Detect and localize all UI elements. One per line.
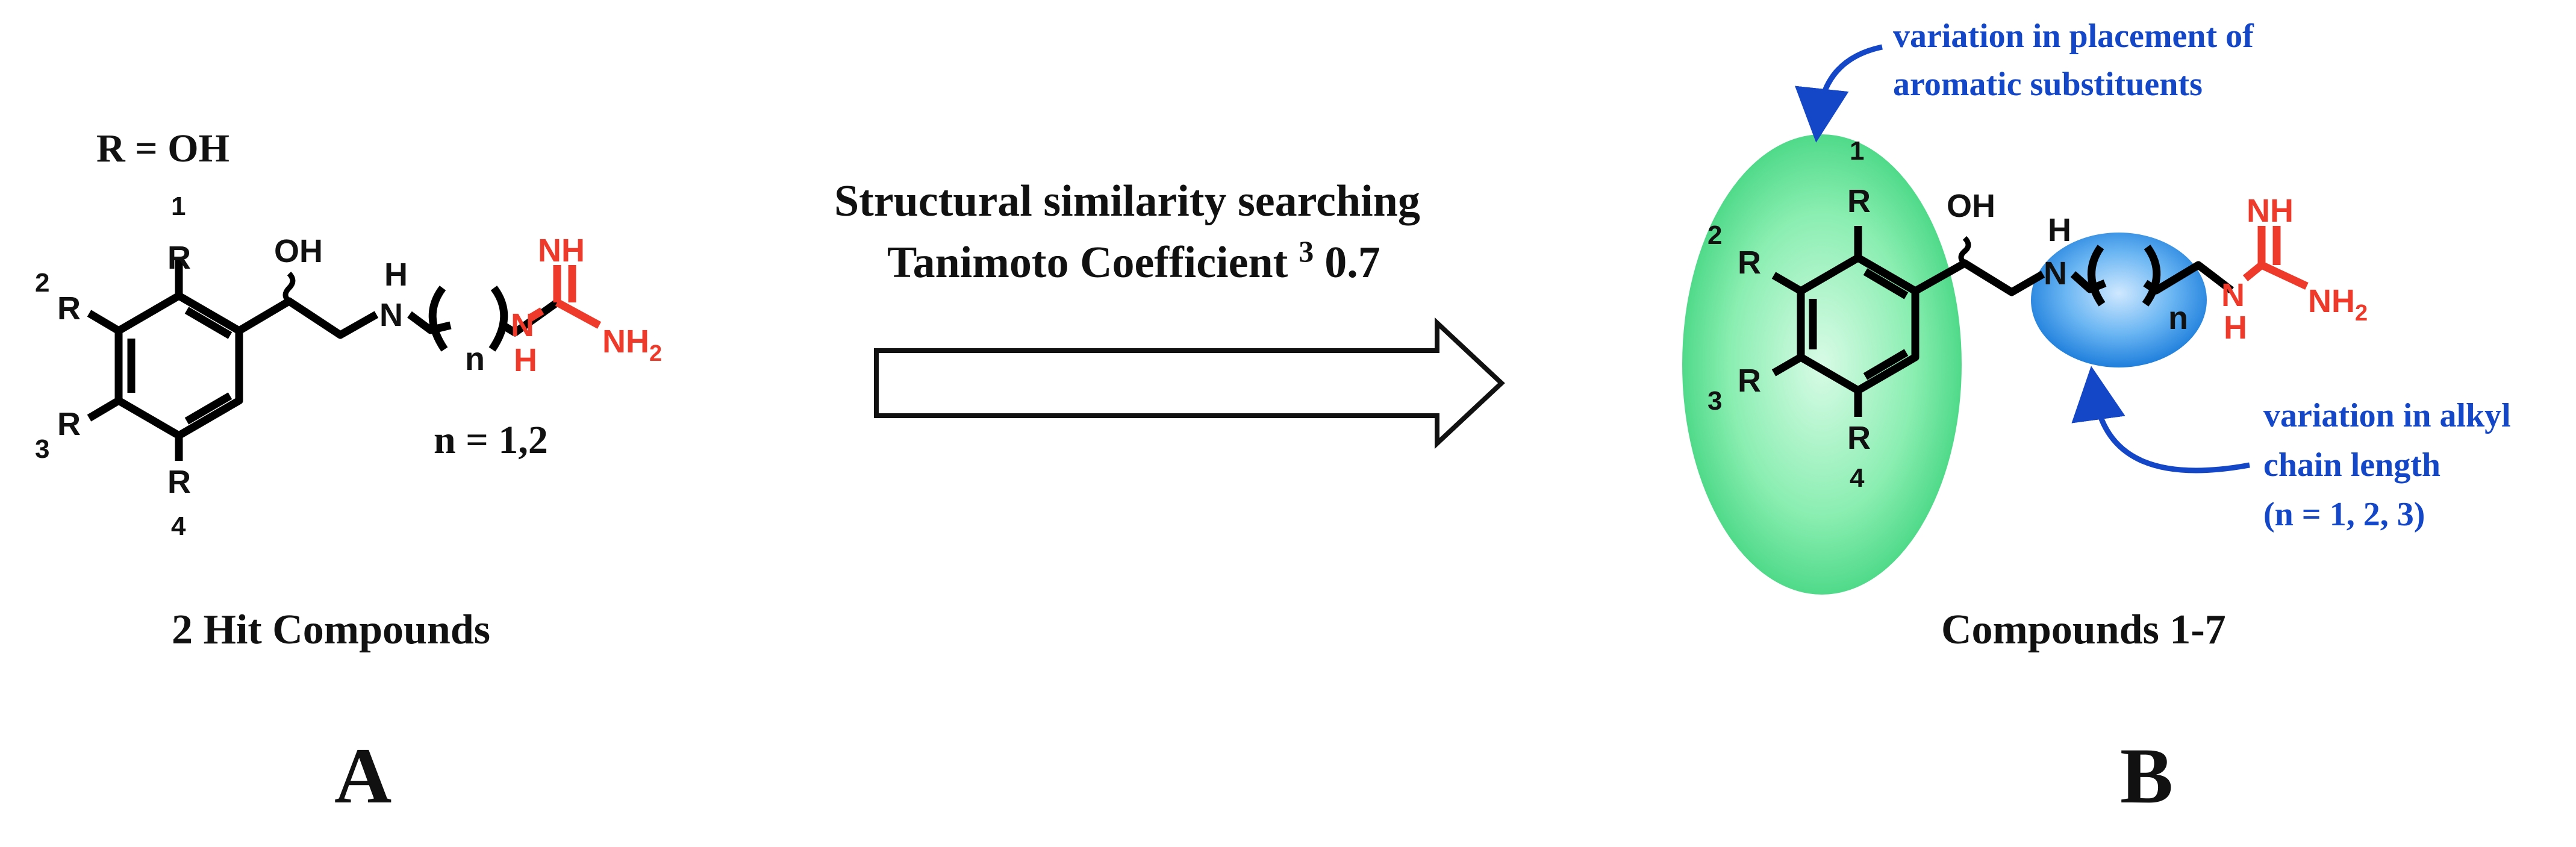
annotation-aromatic: variation in placement of aromatic subst… (1795, 17, 2262, 143)
amine-n-label: N (379, 297, 403, 333)
bond-r3 (87, 397, 121, 422)
r2-label: R (57, 290, 81, 327)
guanidine-bond (2260, 261, 2309, 290)
amine-h-label: H (384, 257, 408, 293)
r4-label: R (1847, 420, 1871, 456)
position-2-label: 2 (1707, 220, 1722, 250)
annotation-chain: variation in alkyl chain length (n = 1, … (2071, 366, 2519, 533)
r3-label: R (1738, 363, 1761, 399)
similarity-search-label: Structural similarity searching (834, 177, 1420, 226)
position-3-label: 3 (35, 434, 49, 464)
amine-n-label: N (2044, 255, 2067, 292)
guanidine-nh2-label: NH2 (602, 323, 662, 366)
bond-r2 (1771, 272, 1803, 295)
chain-n-label: n (2168, 300, 2188, 336)
position-4-label: 4 (1850, 463, 1865, 493)
bond-r3 (1771, 354, 1803, 377)
benzene-ring (114, 292, 243, 440)
panel-b-structure: 1 R 2 R R 3 R 4 OH H N n NH N H NH2 (1682, 134, 2368, 595)
annotation-bottom-arrow (2071, 366, 2250, 474)
panel-b-letter: B (2120, 731, 2173, 820)
annotation-top-text: variation in placement of aromatic subst… (1893, 17, 2262, 103)
position-4-label: 4 (171, 511, 186, 541)
repeat-bracket-right (2142, 245, 2161, 307)
stereo-wavy-bond (282, 271, 296, 304)
hydroxyl-label: OH (1947, 188, 1995, 224)
panel-a-caption: 2 Hit Compounds (172, 607, 490, 653)
r1-label: R (167, 240, 191, 276)
guanidine-nh2-label: NH2 (2308, 283, 2368, 326)
annotation-top-arrow (1795, 44, 1883, 143)
chain-variation-region (2031, 233, 2207, 367)
guanidine-n-label: N (511, 307, 534, 343)
panel-b-caption: Compounds 1-7 (1941, 607, 2226, 653)
guanidine-bond (528, 307, 544, 322)
side-chain (237, 297, 379, 339)
ring-double-bond (1863, 268, 1909, 299)
side-chain (1913, 259, 2045, 296)
position-1-label: 1 (1850, 136, 1864, 166)
ring-double-bond (1863, 349, 1909, 380)
amine-h-label: H (2048, 212, 2071, 248)
guanidine-bond (2242, 261, 2265, 282)
r-definition: R = OH (96, 127, 229, 170)
transition-arrow (874, 317, 1505, 449)
n-values-label: n = 1,2 (434, 418, 548, 462)
repeat-bracket-left (2088, 245, 2106, 307)
r1-label: R (1847, 183, 1871, 219)
guanidine-nh-label: NH (2247, 193, 2294, 229)
guanidine-nh-label: NH (538, 233, 585, 269)
position-2-label: 2 (35, 268, 49, 298)
ring-double-bond (184, 392, 232, 425)
ethyl-chain (501, 299, 560, 337)
amine-chain (2070, 271, 2107, 293)
repeat-bracket-right (488, 286, 508, 352)
panel-a-letter: A (334, 731, 391, 820)
aromatic-variation-region (1682, 134, 1962, 595)
annotation-bottom-text: variation in alkyl chain length (n = 1, … (2263, 397, 2519, 533)
r3-label: R (57, 406, 81, 442)
ring-double-bond (184, 307, 232, 339)
r4-label: R (167, 464, 191, 500)
panel-a-structure: R = OH 1 R 2 R R 3 R 4 OH H N n (35, 127, 662, 541)
guanidine-h-label: H (514, 342, 537, 378)
position-1-label: 1 (171, 192, 186, 221)
hydroxyl-label: OH (274, 233, 323, 269)
guanidine-bond (555, 299, 602, 329)
chain-n-label: n (465, 341, 485, 377)
position-3-label: 3 (1707, 386, 1722, 416)
guanidine-n-label: N (2221, 277, 2245, 313)
guanidine-h-label: H (2224, 310, 2247, 346)
stereo-wavy-bond (1958, 236, 1971, 266)
repeat-bracket-left (428, 286, 448, 352)
amine-chain (407, 311, 452, 334)
bond-r2 (87, 310, 121, 334)
r2-label: R (1738, 245, 1761, 281)
